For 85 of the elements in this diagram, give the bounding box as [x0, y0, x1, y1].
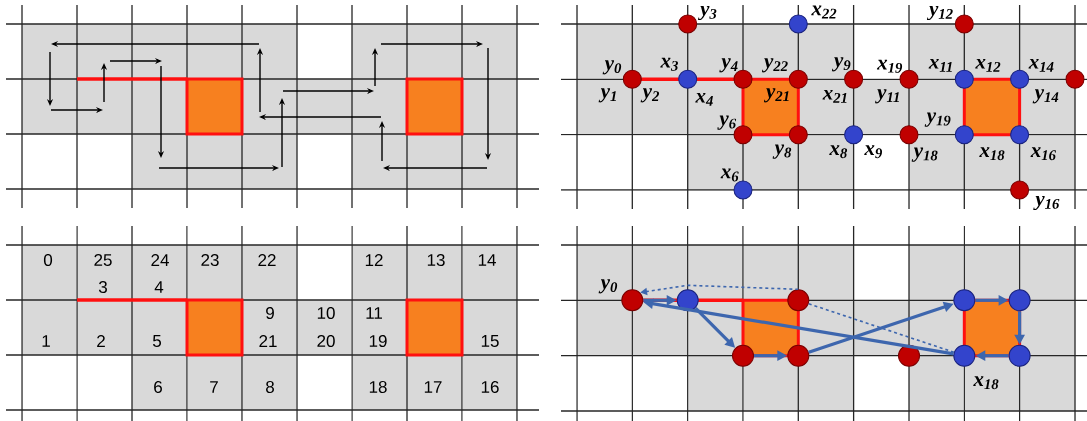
vertex-label: y$_{9}$ — [831, 57, 851, 72]
vertex-label: x$_{21}$ — [822, 89, 847, 103]
dot — [898, 344, 920, 367]
cell-number: 0 — [43, 254, 53, 267]
vertex-label: x$_{3}$ — [660, 57, 678, 71]
vertex-label: x$_{12}$ — [975, 58, 1001, 72]
cell-number: 22 — [258, 254, 276, 266]
dot — [844, 125, 864, 145]
dot — [954, 69, 974, 89]
vertex-label: y$_{21}$ — [763, 88, 789, 103]
dot — [953, 289, 976, 312]
vertex-label: x$_{8}$ — [829, 145, 848, 159]
cell-number: 12 — [365, 254, 383, 266]
dot — [621, 289, 644, 312]
dot — [787, 344, 810, 367]
vertex-label: y$_{3}$ — [698, 5, 717, 21]
vertex-label: x$_{18}$ — [973, 376, 999, 390]
dot — [1010, 125, 1030, 145]
cell-number: 25 — [94, 254, 112, 267]
cell-number: 7 — [210, 381, 218, 393]
dot — [954, 14, 974, 34]
vertex-label: x$_{18}$ — [979, 147, 1005, 161]
dot — [954, 125, 974, 145]
vertex-label: x$_{4}$ — [695, 92, 713, 106]
dot — [622, 69, 642, 89]
dot — [1010, 69, 1030, 89]
cell-number: 3 — [98, 281, 107, 294]
cell-number: 13 — [427, 254, 445, 267]
vertex-label: y$_{1}$ — [598, 88, 616, 103]
dot — [733, 69, 753, 89]
cell-number: 8 — [266, 381, 274, 394]
cell-number: 4 — [154, 281, 164, 293]
vertex-label: x$_{19}$ — [876, 59, 903, 73]
vertex-label: y$_{18}$ — [911, 147, 938, 162]
cell-number: 2 — [97, 335, 105, 347]
cell-number: 24 — [151, 254, 169, 266]
vertex-label: y$_{22}$ — [761, 58, 788, 73]
dot — [732, 344, 754, 367]
dot — [844, 69, 864, 89]
dot — [678, 14, 698, 34]
dot — [899, 125, 919, 145]
cell-number: 15 — [481, 335, 499, 347]
vertex-label: y$_{12}$ — [926, 5, 953, 21]
cell-number: 18 — [369, 381, 387, 394]
vertex-label: y$_{19}$ — [924, 112, 951, 127]
dot — [678, 69, 698, 89]
vertex-label: x$_{11}$ — [928, 58, 952, 72]
dot — [1065, 69, 1085, 89]
vertex-label: y$_{14}$ — [1032, 89, 1059, 104]
cell-number: 23 — [201, 254, 219, 267]
cell-number: 6 — [154, 381, 162, 394]
dot — [787, 289, 810, 312]
vertex-label: y$_{8}$ — [772, 144, 792, 159]
vertex-label: x$_{16}$ — [1030, 147, 1056, 161]
vertex-label: x$_{6}$ — [720, 168, 739, 182]
vertex-label: y$_{6}$ — [717, 115, 737, 130]
vertex-label: y$_{16}$ — [1033, 195, 1060, 211]
vertex-label: y$_{11}$ — [875, 89, 899, 104]
cell-number: 21 — [259, 335, 277, 347]
dot — [676, 289, 699, 312]
vertex-label: y$_{2}$ — [640, 88, 660, 103]
vertex-label: x$_{22}$ — [811, 5, 837, 19]
cell-number: 11 — [366, 307, 382, 319]
vertex-label: y$_{0}$ — [598, 279, 618, 294]
dot — [1008, 344, 1031, 367]
dot — [788, 14, 808, 34]
dot — [1008, 289, 1031, 312]
vertex-label: y$_{0}$ — [602, 60, 622, 75]
dot — [788, 125, 808, 145]
vertex-label: x$_{9}$ — [864, 145, 882, 159]
dot — [733, 180, 753, 200]
cell-number: 17 — [424, 381, 442, 393]
dot — [953, 344, 976, 367]
cell-number: 19 — [369, 335, 387, 348]
cell-number: 10 — [317, 307, 335, 320]
vertex-label: x$_{14}$ — [1028, 58, 1054, 72]
dot — [1010, 180, 1030, 200]
cell-number: 5 — [152, 335, 161, 347]
cell-number: 1 — [42, 335, 50, 347]
dot — [788, 69, 808, 89]
cell-number: 20 — [317, 335, 335, 348]
cell-number: 16 — [481, 381, 499, 394]
vertex-label: y$_{4}$ — [719, 58, 738, 73]
cell-number: 14 — [478, 254, 496, 266]
cell-number: 9 — [266, 307, 274, 320]
